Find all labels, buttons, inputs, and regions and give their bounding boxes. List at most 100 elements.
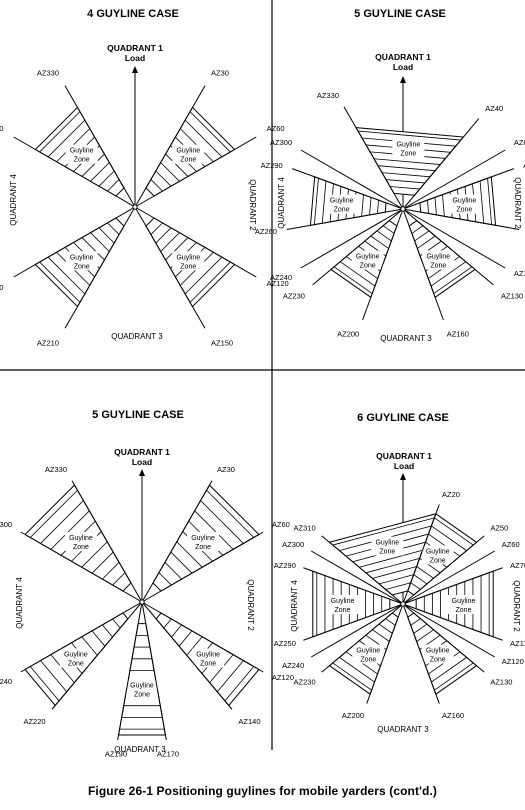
zone-hatch-line bbox=[413, 623, 428, 634]
azimuth-line bbox=[303, 567, 404, 605]
zone-hatch-line bbox=[107, 222, 120, 235]
zone-hatch-line bbox=[416, 566, 434, 579]
azimuth-label: AZ300 bbox=[0, 520, 12, 529]
load-arrowhead bbox=[400, 76, 406, 83]
zone-hatch-line bbox=[160, 162, 180, 182]
zone-hatch-line bbox=[150, 179, 163, 192]
panel-2-quadrant-4: QUADRANT 4 bbox=[277, 177, 286, 229]
panel-4-quadrant-2: QUADRANT 2 bbox=[512, 580, 521, 632]
azimuth-label: AZ160 bbox=[442, 711, 464, 720]
azimuth-label: AZ300 bbox=[270, 138, 292, 147]
zone-label-line-1: Guyline bbox=[176, 254, 200, 261]
panel-3-diagram: GuylineZoneGuylineZoneGuylineZoneGuyline… bbox=[0, 465, 294, 759]
panel-4-quadrant-1: QUADRANT 1 bbox=[376, 451, 432, 461]
zone-hatch-line bbox=[160, 232, 180, 252]
zone-hatch-line bbox=[428, 533, 461, 557]
azimuth-label: AZ60 bbox=[502, 540, 520, 549]
azimuth-label: AZ300 bbox=[282, 540, 304, 549]
azimuth-line bbox=[141, 601, 167, 740]
zone-hatch-line bbox=[410, 618, 421, 626]
azimuth-line bbox=[134, 206, 206, 329]
zone-label-line-2: Zone bbox=[68, 661, 84, 668]
azimuth-line bbox=[141, 531, 264, 603]
azimuth-label: AZ120 bbox=[267, 279, 289, 288]
azimuth-line bbox=[134, 85, 206, 208]
zone-hatch-line bbox=[434, 197, 437, 215]
panel-3-load: Load bbox=[132, 457, 152, 467]
panel-1-quadrant-1: QUADRANT 1 bbox=[107, 43, 163, 53]
azimuth-line bbox=[300, 208, 404, 269]
azimuth-line bbox=[402, 208, 444, 321]
panel-2-load: Load bbox=[393, 62, 413, 72]
azimuth-label: AZ310 bbox=[294, 524, 316, 533]
yarder-center bbox=[400, 206, 406, 212]
zone-hatch-line bbox=[433, 266, 473, 294]
zone-hatch-line bbox=[186, 636, 203, 656]
azimuth-line bbox=[13, 136, 136, 208]
zone-label-backing bbox=[65, 144, 98, 164]
zone-hatch-line bbox=[40, 500, 84, 544]
zone-label-line-2: Zone bbox=[430, 657, 446, 664]
azimuth-label: AZ230 bbox=[283, 291, 305, 300]
zone-hatch-line bbox=[178, 630, 193, 647]
zone-label-backing bbox=[172, 144, 205, 164]
zone-hatch-line bbox=[102, 562, 120, 580]
zone-label-backing bbox=[371, 536, 404, 556]
zone-hatch-line bbox=[165, 153, 189, 177]
azimuth-label: AZ60 bbox=[272, 520, 290, 529]
zone-hatch-line bbox=[29, 489, 78, 538]
zone-label-backing bbox=[187, 531, 220, 551]
zone-hatch-line bbox=[369, 197, 372, 215]
zone-label-line-2: Zone bbox=[74, 157, 90, 164]
zone-hatch-line bbox=[50, 654, 75, 683]
zone-label-backing bbox=[172, 251, 205, 271]
panel-1-quadrant-2: QUADRANT 2 bbox=[248, 179, 257, 231]
zone-label-line-1: Guyline bbox=[375, 540, 399, 547]
zone-hatch-line bbox=[385, 618, 396, 626]
azimuth-label: AZ140 bbox=[238, 717, 260, 726]
azimuth-label: AZ60 bbox=[514, 138, 525, 147]
zone-label-backing bbox=[392, 138, 425, 158]
zone-label-backing bbox=[65, 251, 98, 271]
azimuth-label: AZ130 bbox=[501, 291, 523, 300]
zone-hatch-line bbox=[107, 179, 120, 192]
zone-hatch-line bbox=[50, 510, 90, 550]
azimuth-label: AZ130 bbox=[490, 677, 512, 686]
panel-3-quadrant-3: QUADRANT 3 bbox=[114, 745, 166, 754]
azimuth-line bbox=[291, 168, 404, 210]
azimuth-line bbox=[402, 208, 494, 286]
zone-hatch-line bbox=[370, 235, 389, 249]
zone-hatch-line bbox=[339, 657, 375, 683]
zone-label-backing bbox=[126, 679, 158, 699]
azimuth-line bbox=[402, 208, 506, 269]
zone-hatch-line bbox=[200, 500, 244, 544]
azimuth-line bbox=[310, 550, 404, 605]
azimuth-label: AZ200 bbox=[337, 329, 359, 338]
azimuth-line bbox=[64, 85, 136, 208]
yarder-center bbox=[400, 601, 406, 607]
zone-hatch-line bbox=[372, 629, 390, 642]
zone-hatch-line bbox=[164, 562, 182, 580]
azimuth-line bbox=[286, 208, 404, 230]
panel-1-title: 4 GUYLINE CASE bbox=[87, 8, 179, 20]
zone-label-backing bbox=[421, 644, 454, 664]
zone-hatch-line bbox=[98, 170, 115, 187]
zone-label-line-1: Guyline bbox=[426, 253, 450, 260]
zone-label-line-2: Zone bbox=[456, 207, 472, 214]
azimuth-label: AZ200 bbox=[342, 711, 364, 720]
azimuth-label: AZ30 bbox=[211, 68, 229, 77]
zone-hatch-line bbox=[206, 489, 255, 538]
azimuth-line bbox=[402, 149, 506, 210]
panel-1-quadrant-3: QUADRANT 3 bbox=[111, 332, 163, 341]
zone-label-line-2: Zone bbox=[430, 262, 446, 269]
zone-label-line-1: Guyline bbox=[426, 648, 450, 655]
azimuth-line bbox=[134, 136, 257, 208]
panel-2-quadrant-3: QUADRANT 3 bbox=[380, 334, 432, 343]
azimuth-label: AZ330 bbox=[45, 465, 67, 474]
zone-hatch-line bbox=[332, 517, 435, 546]
azimuth-line bbox=[20, 601, 143, 673]
zone-hatch-line bbox=[372, 566, 417, 579]
azimuth-label: AZ210 bbox=[37, 339, 59, 348]
azimuth-line bbox=[117, 601, 143, 740]
guyline-zone-wedge bbox=[117, 623, 167, 736]
